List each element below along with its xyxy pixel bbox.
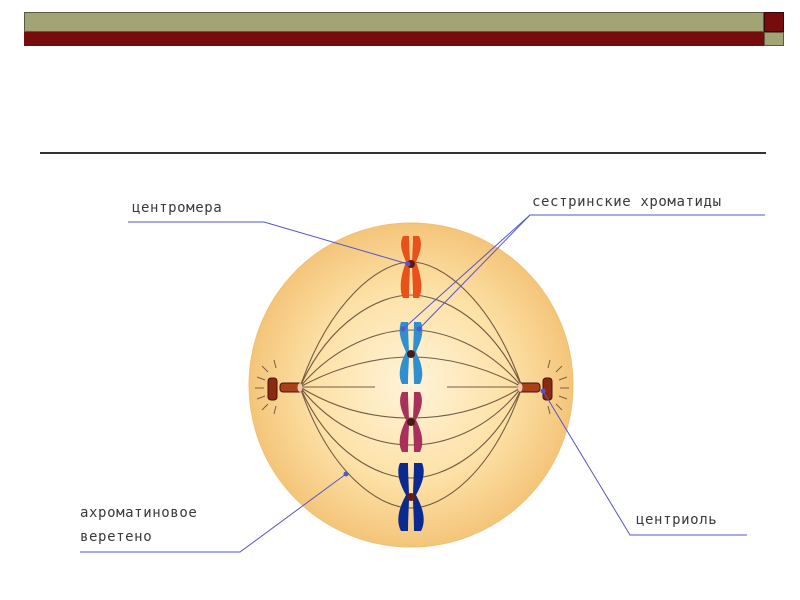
label-centriole: центриоль xyxy=(636,512,718,528)
header-corner-red xyxy=(764,12,784,32)
cell-body xyxy=(248,222,574,548)
chromosome-cyan xyxy=(399,322,423,384)
left-aster-rays xyxy=(255,359,277,415)
chromosome-navy xyxy=(398,463,424,531)
pointer-centriole xyxy=(542,390,747,536)
label-spindle-line2: веретено xyxy=(80,529,153,545)
right-aster-rays xyxy=(547,359,569,415)
pointer-spindle xyxy=(80,473,347,553)
pointer-sister-chromatids-b xyxy=(418,214,531,330)
header-bar-olive xyxy=(24,12,764,32)
header-bar-red xyxy=(24,32,764,46)
label-spindle-line1: ахроматиновое xyxy=(80,505,198,521)
pointer-lines xyxy=(80,214,765,553)
pointer-centromere xyxy=(128,221,409,265)
chromosome-magenta xyxy=(399,392,423,452)
label-centromere: центромера xyxy=(132,200,223,216)
left-centriole xyxy=(267,377,303,401)
header-corner-olive xyxy=(764,32,784,46)
title-underline xyxy=(40,152,766,154)
chromosome-red xyxy=(400,236,422,298)
label-sister-chromatids: сестринские хроматиды xyxy=(532,194,722,210)
